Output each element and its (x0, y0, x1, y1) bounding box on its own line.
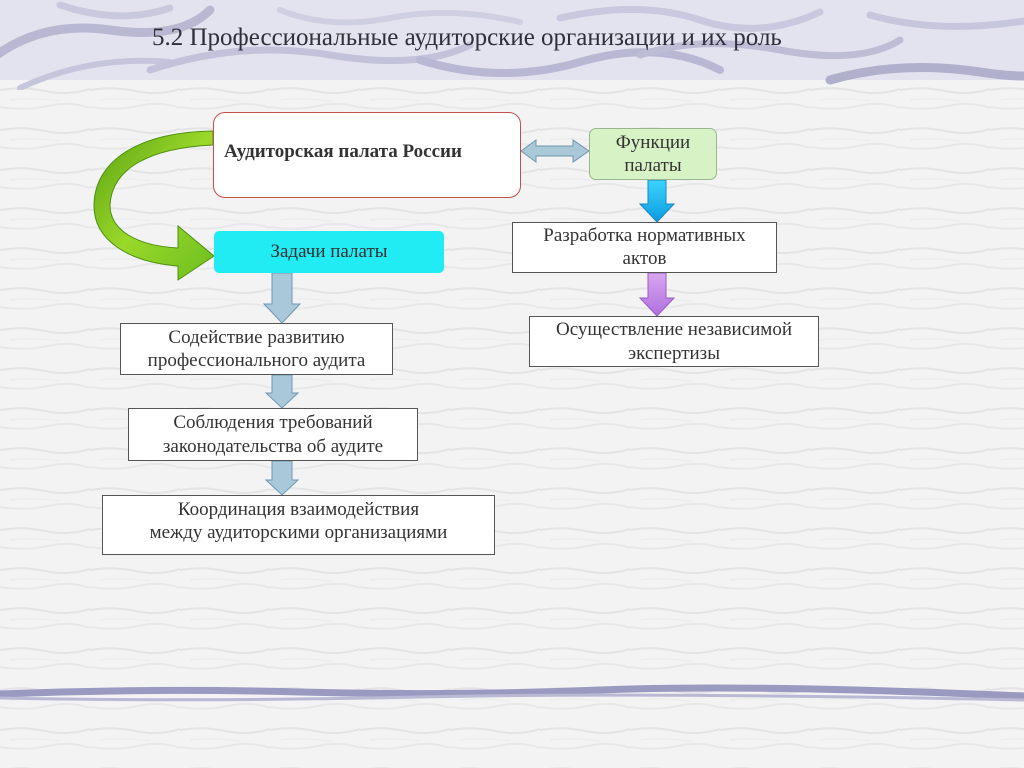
functions-label-line2: палаты (624, 155, 682, 176)
curved-arrow-icon (93, 130, 215, 281)
down-arrow-icon (264, 460, 300, 496)
task-item: Содействие развитию профессионального ау… (120, 323, 393, 375)
slide-title: 5.2 Профессиональные аудиторские организ… (152, 24, 782, 51)
function-item-line1: Осуществление независимой (555, 319, 793, 341)
task-item-line1: Соблюдения требований (173, 412, 373, 434)
task-item-line2: профессионального аудита (147, 350, 366, 371)
functions-label-line1: Функции (615, 131, 691, 153)
function-item-line2: экспертизы (628, 342, 720, 364)
chamber-label: Аудиторская палата России (224, 141, 462, 163)
chamber-node: Аудиторская палата России (213, 112, 521, 198)
tasks-node: Задачи палаты (214, 231, 444, 273)
decorative-swirls (0, 1, 1024, 90)
task-item-line1: Содействие развитию (168, 326, 345, 348)
task-item: Соблюдения требований законодательства о… (128, 408, 418, 461)
function-item-line1: Разработка нормативных (543, 225, 746, 246)
functions-node: Функции палаты (589, 128, 717, 180)
tasks-label: Задачи палаты (270, 241, 388, 263)
task-item-line2: между аудиторскими организациями (149, 522, 448, 543)
down-arrow-icon (638, 272, 676, 317)
down-arrow-icon (638, 179, 676, 223)
bottom-divider (0, 684, 1024, 702)
task-item-line2: законодательства об аудите (162, 435, 384, 457)
function-item: Осуществление независимой экспертизы (529, 316, 819, 367)
double-arrow-icon (520, 139, 590, 163)
task-item-line1: Координация взаимодействия (177, 498, 420, 520)
down-arrow-icon (264, 374, 300, 409)
task-item: Координация взаимодействия между аудитор… (102, 495, 495, 555)
function-item: Разработка нормативных актов (512, 222, 777, 273)
down-arrow-icon (262, 272, 302, 324)
function-item-line2: актов (622, 248, 667, 270)
